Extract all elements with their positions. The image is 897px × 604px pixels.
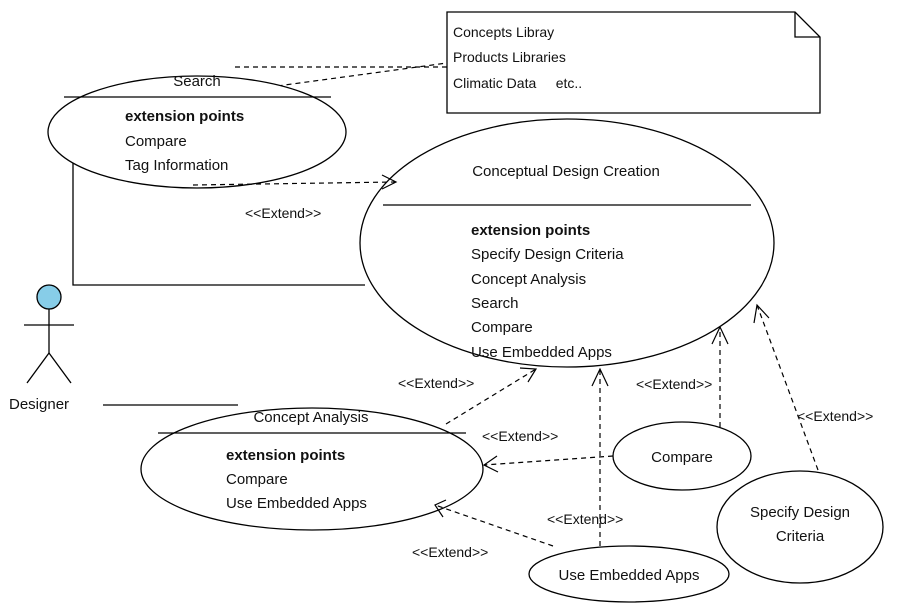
search-use-case[interactable]: Search extension points Compare Tag Info… [47,73,347,189]
arrowhead [519,367,538,383]
conceptual-ext-heading: extension points [471,222,590,239]
arrowhead [434,499,447,518]
specify-title-line-1: Specify Design [750,504,850,521]
extend-compare-to-concept-analysis [483,455,614,466]
extend-label-specify: <<Extend>> [797,408,873,424]
specify-design-criteria-use-case[interactable]: Specify Design Criteria [716,470,884,584]
search-point-tag: Tag Information [125,157,228,174]
search-point-compare: Compare [125,133,187,150]
note-line-3: Climatic Data etc.. [453,75,582,91]
extend-label-embedded: <<Extend>> [547,511,623,527]
extend-label-compare-ca: <<Extend>> [482,428,558,444]
embedded-title: Use Embedded Apps [559,567,700,584]
conceptual-point-4: Compare [471,319,533,336]
concept-analysis-point-2: Use Embedded Apps [226,495,367,512]
conceptual-point-5: Use Embedded Apps [471,344,612,361]
extend-label-embedded-ca: <<Extend>> [412,544,488,560]
search-title: Search [173,73,221,90]
conceptual-title: Conceptual Design Creation [472,163,660,180]
note-line-1: Concepts Libray [453,24,554,40]
conceptual-point-2: Concept Analysis [471,271,586,288]
extend-search-to-conceptual [192,181,396,186]
conceptual-point-1: Specify Design Criteria [471,246,624,263]
concept-analysis-title: Concept Analysis [253,409,368,426]
concept-analysis-point-1: Compare [226,471,288,488]
concept-analysis-ext-heading: extension points [226,447,345,464]
arrowhead [711,325,729,345]
arrowhead [591,367,609,387]
conceptual-point-3: Search [471,295,519,312]
compare-use-case[interactable]: Compare [612,421,752,491]
extend-label-search: <<Extend>> [245,205,321,221]
designer-actor[interactable]: Designer [9,284,74,413]
compare-title: Compare [651,449,713,466]
actor-head [36,284,62,310]
library-note: Concepts Libray Products Libraries Clima… [446,11,821,114]
association-designer-search [72,146,365,286]
arrowhead [753,303,770,324]
extend-specify-to-conceptual [756,304,819,471]
use-embedded-apps-use-case[interactable]: Use Embedded Apps [528,545,730,603]
arrowhead [381,174,398,190]
search-ext-heading: extension points [125,108,244,125]
extend-embedded-to-concept-analysis [434,504,554,547]
arrowhead [482,455,499,473]
extend-label-compare: <<Extend>> [636,376,712,392]
actor-name: Designer [9,396,69,413]
extend-label-concept-analysis: <<Extend>> [398,375,474,391]
concept-analysis-use-case[interactable]: Concept Analysis extension points Compar… [140,407,484,531]
conceptual-design-use-case[interactable]: Conceptual Design Creation extension poi… [359,118,775,368]
note-line-2: Products Libraries [453,49,566,65]
specify-title-line-2: Criteria [776,528,825,545]
